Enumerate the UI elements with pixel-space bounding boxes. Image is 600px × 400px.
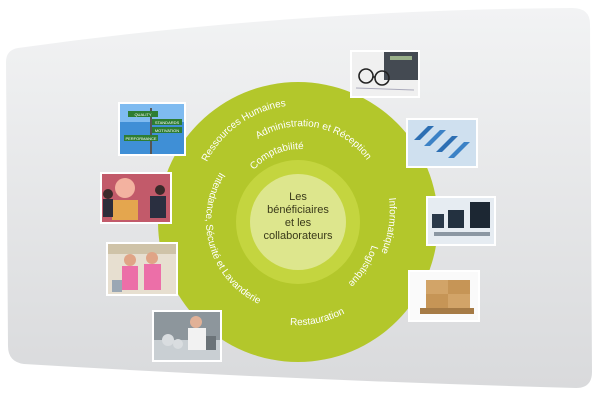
photo-kitchen	[152, 310, 222, 362]
photo-computers	[426, 196, 496, 246]
center-circle	[250, 174, 346, 270]
center-label: Les bénéficiaires et les collaborateurs	[263, 191, 333, 242]
center-line-2: bénéficiaires	[267, 204, 329, 216]
photo-staff-ladies	[106, 242, 178, 296]
photo-signpost: QUALITY STANDARDS MOTIVATION PERFORMANCE	[118, 102, 186, 156]
photo-glasses-calculator	[350, 50, 420, 98]
photo-file-folders	[406, 118, 478, 168]
sign-1: QUALITY	[134, 112, 151, 117]
sign-4: PERFORMANCE	[125, 136, 156, 141]
sign-3: MOTIVATION	[155, 128, 179, 133]
photo-boxes-pallet	[408, 270, 480, 322]
center-line-3: et les	[285, 217, 312, 229]
photo-people-room	[100, 172, 172, 224]
sign-2: STANDARDS	[155, 120, 180, 125]
center-line-4: collaborateurs	[263, 230, 333, 242]
center-line-1: Les	[289, 191, 307, 203]
